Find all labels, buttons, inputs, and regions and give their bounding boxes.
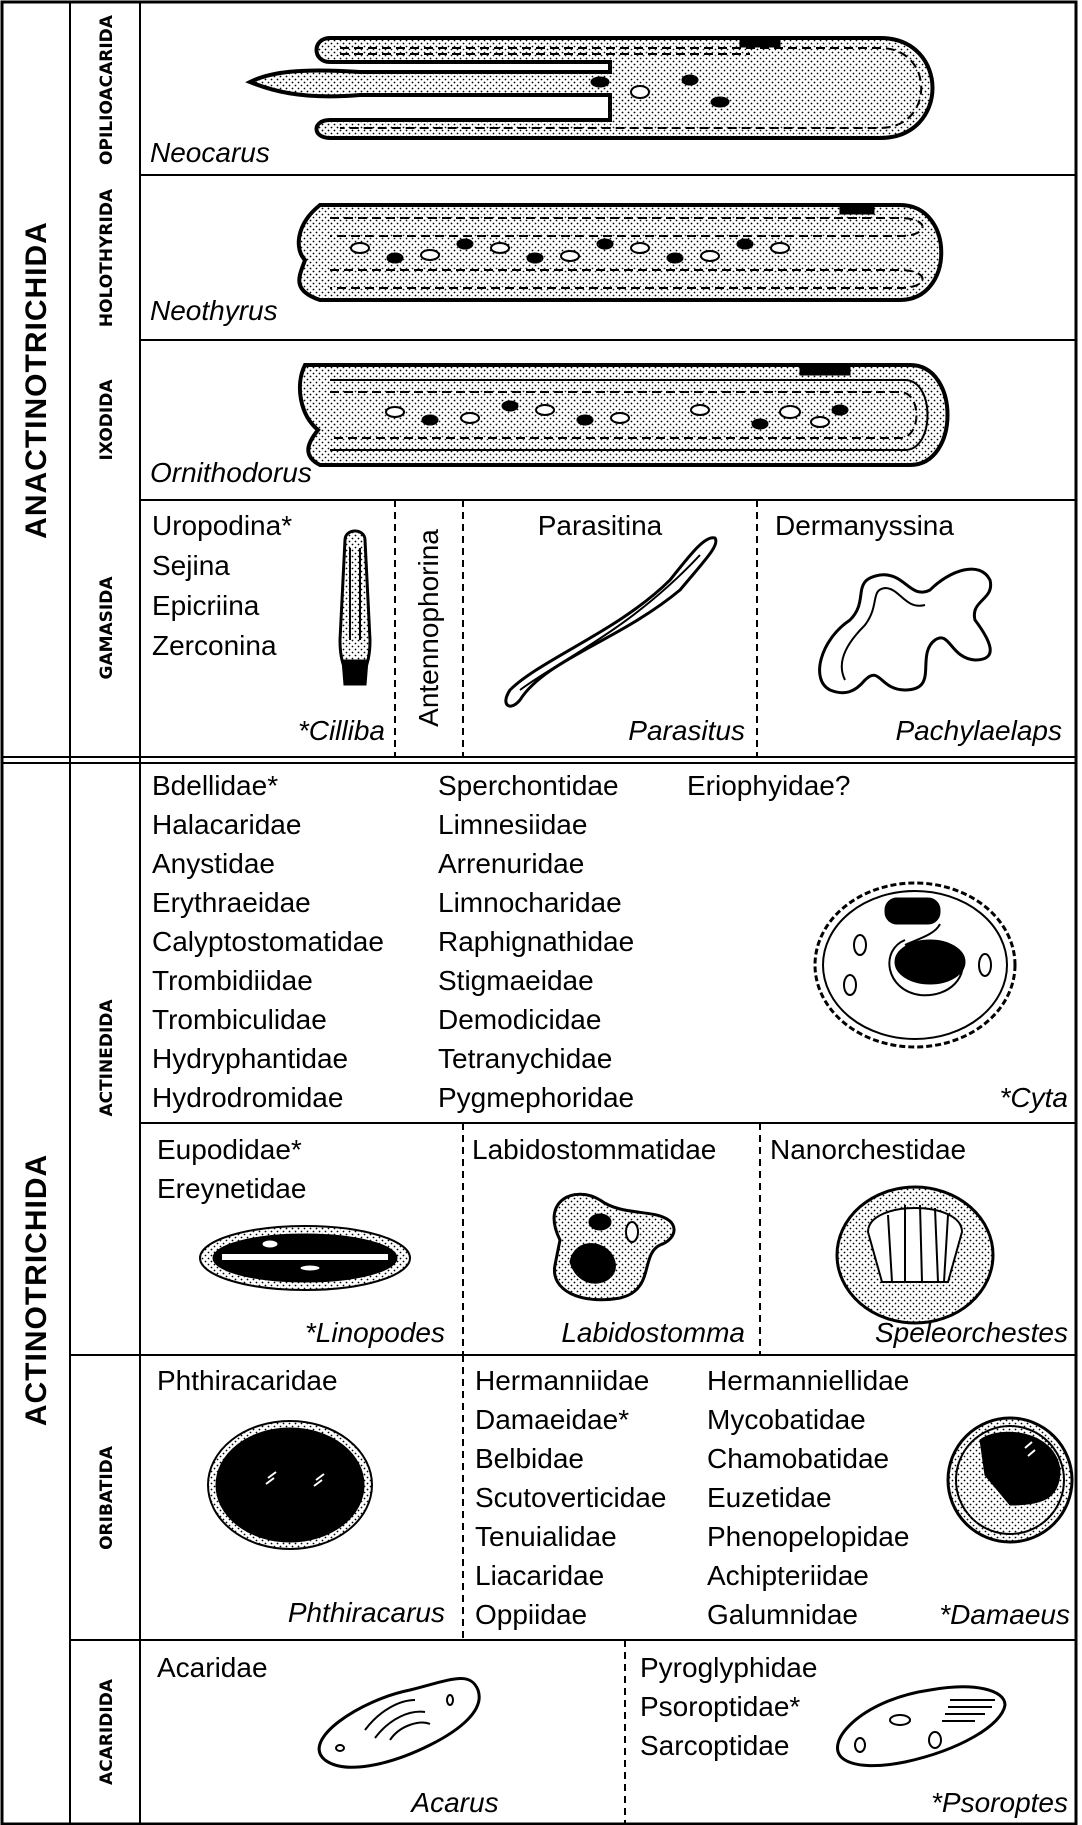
genus-acarus: Acarus (409, 1787, 498, 1818)
genus-linopodes: *Linopodes (305, 1317, 445, 1348)
svg-text:Tenuialidae: Tenuialidae (475, 1521, 617, 1552)
damaeus-drawing (948, 1418, 1072, 1542)
svg-text:Pyroglyphidae: Pyroglyphidae (640, 1652, 817, 1683)
genus-pachylaelaps: Pachylaelaps (895, 715, 1062, 746)
svg-text:Calyptostomatidae: Calyptostomatidae (152, 926, 384, 957)
svg-text:Psoroptidae*: Psoroptidae* (640, 1691, 800, 1722)
acaridida-col2-list: Pyroglyphidae Psoroptidae* Sarcoptidae (640, 1652, 817, 1761)
svg-text:Belbidae: Belbidae (475, 1443, 584, 1474)
genus-speleorchestes: Speleorchestes (875, 1317, 1068, 1348)
linopodes-drawing (200, 1226, 410, 1290)
cyta-drawing (815, 883, 1015, 1047)
svg-text:Arrenuridae: Arrenuridae (438, 848, 584, 879)
svg-text:Liacaridae: Liacaridae (475, 1560, 604, 1591)
svg-text:Achipteriidae: Achipteriidae (707, 1560, 869, 1591)
svg-text:Hermanniidae: Hermanniidae (475, 1365, 649, 1396)
order-acaridida: ACARIDIDA (97, 1678, 117, 1785)
svg-text:Halacaridae: Halacaridae (152, 809, 301, 840)
genus-cyta: *Cyta (1000, 1082, 1068, 1113)
genus-labidostomma: Labidostomma (561, 1317, 745, 1348)
svg-text:Sejina: Sejina (152, 550, 230, 581)
dermanyssina-label: Dermanyssina (775, 510, 954, 541)
nanorchestidae-label: Nanorchestidae (770, 1134, 966, 1165)
actinedida-col2-list: Sperchontidae Limnesiidae Arrenuridae Li… (438, 770, 634, 1113)
svg-text:Damaeidae*: Damaeidae* (475, 1404, 629, 1435)
svg-text:Limnesiidae: Limnesiidae (438, 809, 587, 840)
genus-cilliba: *Cilliba (298, 715, 385, 746)
ornithodorus-drawing (300, 365, 948, 465)
actinedida-col3-item: Eriophyidae? (687, 770, 850, 801)
svg-text:Trombidiidae: Trombidiidae (152, 965, 313, 996)
svg-text:Erythraeidae: Erythraeidae (152, 887, 311, 918)
neothyrus-drawing (299, 205, 941, 300)
svg-text:Scutoverticidae: Scutoverticidae (475, 1482, 666, 1513)
order-oribatida: ORIBATIDA (97, 1445, 117, 1550)
cilliba-drawing (340, 531, 370, 685)
svg-text:Stigmaeidae: Stigmaeidae (438, 965, 594, 996)
superorder-actinotrichida: ACTINOTRICHIDA (20, 1154, 53, 1426)
svg-text:Raphignathidae: Raphignathidae (438, 926, 634, 957)
svg-text:Uropodina*: Uropodina* (152, 510, 292, 541)
labidostomma-drawing (554, 1194, 674, 1299)
svg-text:Phenopelopidae: Phenopelopidae (707, 1521, 909, 1552)
acarus-drawing (319, 1678, 479, 1767)
phthiracarus-drawing (208, 1421, 372, 1549)
phthiracaridae-label: Phthiracaridae (157, 1365, 338, 1396)
superorder-anactinotrichida: ANACTINOTRICHIDA (20, 221, 53, 539)
acaridae-label: Acaridae (157, 1652, 268, 1683)
svg-text:Eupodidae*: Eupodidae* (157, 1134, 302, 1165)
actinedida-col1-list: Bdellidae* Halacaridae Anystidae Erythra… (152, 770, 384, 1113)
genus-damaeus: *Damaeus (939, 1599, 1070, 1630)
svg-text:Oppiidae: Oppiidae (475, 1599, 587, 1630)
svg-text:Tetranychidae: Tetranychidae (438, 1043, 612, 1074)
svg-text:Galumnidae: Galumnidae (707, 1599, 858, 1630)
antennophorina-label: Antennophorina (413, 529, 444, 727)
neocarus-drawing (250, 38, 933, 138)
order-actinedida: ACTINEDIDA (97, 999, 117, 1117)
order-holothyrida: HOLOTHYRIDA (97, 188, 117, 327)
svg-text:Anystidae: Anystidae (152, 848, 275, 879)
order-gamasida: GAMASIDA (97, 576, 117, 680)
genus-parasitus: Parasitus (628, 715, 745, 746)
svg-text:Ereynetidae: Ereynetidae (157, 1173, 306, 1204)
psoroptes-drawing (838, 1687, 1005, 1766)
svg-text:Demodicidae: Demodicidae (438, 1004, 601, 1035)
order-opilioacarida: OPILIOACARIDA (97, 14, 117, 165)
svg-text:Trombiculidae: Trombiculidae (152, 1004, 327, 1035)
svg-text:Mycobatidae: Mycobatidae (707, 1404, 866, 1435)
genus-psoroptes: *Psoroptes (931, 1787, 1068, 1818)
svg-text:Hydrodromidae: Hydrodromidae (152, 1082, 343, 1113)
svg-text:Sperchontidae: Sperchontidae (438, 770, 619, 801)
parasitina-label: Parasitina (538, 510, 663, 541)
labidostommatidae-label: Labidostommatidae (472, 1134, 716, 1165)
parasitus-drawing (506, 538, 716, 706)
order-ixodida: IXODIDA (97, 379, 117, 461)
svg-text:Hermanniellidae: Hermanniellidae (707, 1365, 909, 1396)
svg-text:Bdellidae*: Bdellidae* (152, 770, 278, 801)
eupodidae-list: Eupodidae* Ereynetidae (157, 1134, 306, 1204)
svg-text:Sarcoptidae: Sarcoptidae (640, 1730, 789, 1761)
oribatida-col2-list: Hermanniidae Damaeidae* Belbidae Scutove… (475, 1365, 666, 1630)
gamasida-group1-list: Uropodina* Sejina Epicriina Zerconina (152, 510, 292, 661)
svg-text:Euzetidae: Euzetidae (707, 1482, 832, 1513)
svg-text:Chamobatidae: Chamobatidae (707, 1443, 889, 1474)
genus-neothyrus: Neothyrus (150, 295, 278, 326)
speleorchestes-drawing (837, 1187, 993, 1323)
svg-text:Pygmephoridae: Pygmephoridae (438, 1082, 634, 1113)
pachylaelaps-drawing (820, 569, 991, 693)
svg-text:Epicriina: Epicriina (152, 590, 260, 621)
svg-text:Limnocharidae: Limnocharidae (438, 887, 622, 918)
genus-ornithodorus: Ornithodorus (150, 457, 312, 488)
genus-phthiracarus: Phthiracarus (288, 1597, 445, 1628)
svg-text:Zerconina: Zerconina (152, 630, 277, 661)
svg-text:Hydryphantidae: Hydryphantidae (152, 1043, 348, 1074)
oribatida-col3-list: Hermanniellidae Mycobatidae Chamobatidae… (707, 1365, 909, 1630)
genus-neocarus: Neocarus (150, 137, 270, 168)
